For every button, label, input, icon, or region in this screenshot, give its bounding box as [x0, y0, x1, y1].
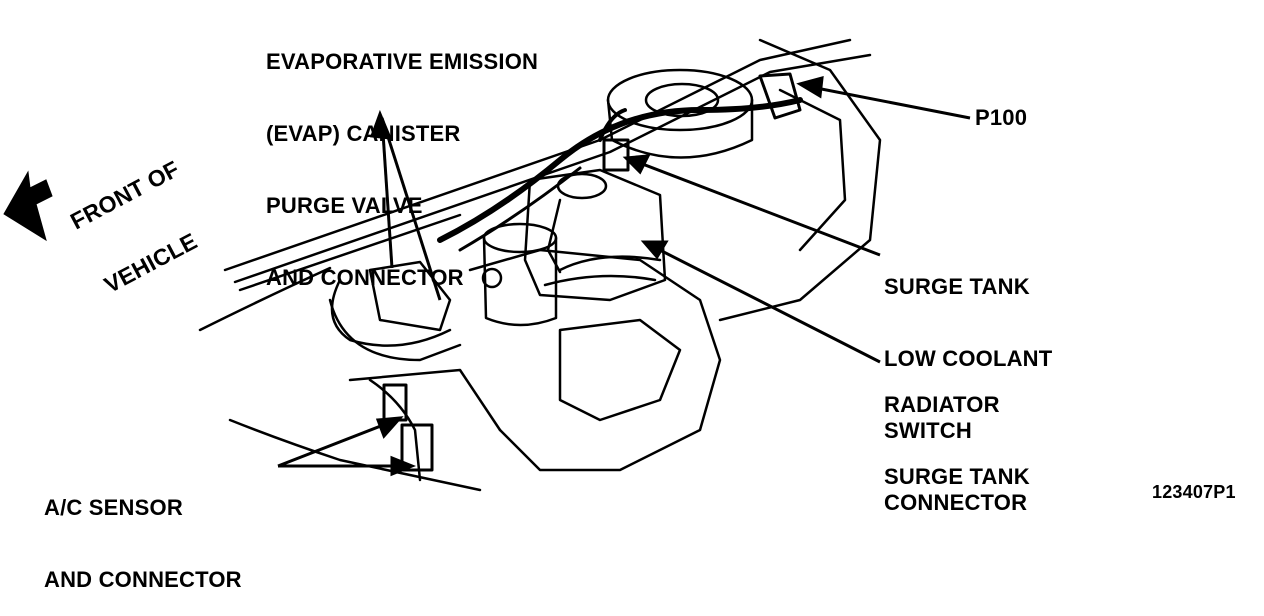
right-structure — [718, 38, 882, 322]
evap-canister-body — [482, 236, 558, 327]
right-structure-inner — [778, 88, 847, 252]
ac-connector — [400, 423, 434, 472]
engine-bay-illustration — [3, 38, 971, 492]
leader-ac-1 — [277, 418, 397, 468]
leader-radiator — [649, 243, 881, 364]
purge-hose-2 — [328, 298, 462, 362]
harness-branch — [598, 108, 627, 142]
hose-lower-2 — [543, 274, 657, 287]
arrow-p100 — [796, 75, 824, 99]
surge-tank-body — [523, 168, 667, 302]
p100-connector — [758, 72, 802, 120]
leader-evap-2 — [380, 117, 442, 301]
air-cleaner-inner — [644, 82, 720, 118]
leader-surge-switch — [631, 158, 881, 257]
surge-switch-connector — [602, 138, 630, 172]
cowl-rail — [223, 38, 852, 272]
leader-p100 — [805, 84, 971, 120]
arrow-ac-1 — [375, 416, 404, 439]
engine-detail — [558, 318, 682, 422]
leader-evap-1 — [380, 117, 394, 269]
wiring-harness-2 — [458, 166, 582, 252]
ac-sensor-connector-label: A/C SENSOR AND CONNECTOR — [44, 495, 242, 592]
ac-hose — [368, 378, 422, 482]
evap-fitting — [481, 267, 503, 289]
purge-valve — [368, 260, 452, 332]
lower-bracket — [348, 368, 502, 432]
hood-edge — [198, 266, 332, 332]
fender-line — [238, 213, 462, 292]
hose-lower — [558, 255, 662, 272]
arrow-ac-2 — [390, 455, 417, 477]
arrow-surge-switch — [622, 154, 651, 175]
lower-body — [228, 418, 482, 492]
surge-tank-hose — [546, 198, 562, 274]
evap-canister-purge-valve-label: EVAPORATIVE EMISSION (EVAP) CANISTER PUR… — [266, 49, 539, 290]
engine-block — [468, 248, 722, 472]
p100-label: P100 — [975, 105, 1028, 130]
radiator-surge-tank-label: RADIATOR SURGE TANK — [884, 392, 1030, 489]
figure-id: 123407P1 — [1152, 482, 1236, 502]
front-arrow-icon — [3, 170, 53, 242]
wiring-harness — [437, 97, 803, 243]
air-cleaner-side — [606, 98, 754, 159]
arrow-radiator — [640, 240, 669, 260]
